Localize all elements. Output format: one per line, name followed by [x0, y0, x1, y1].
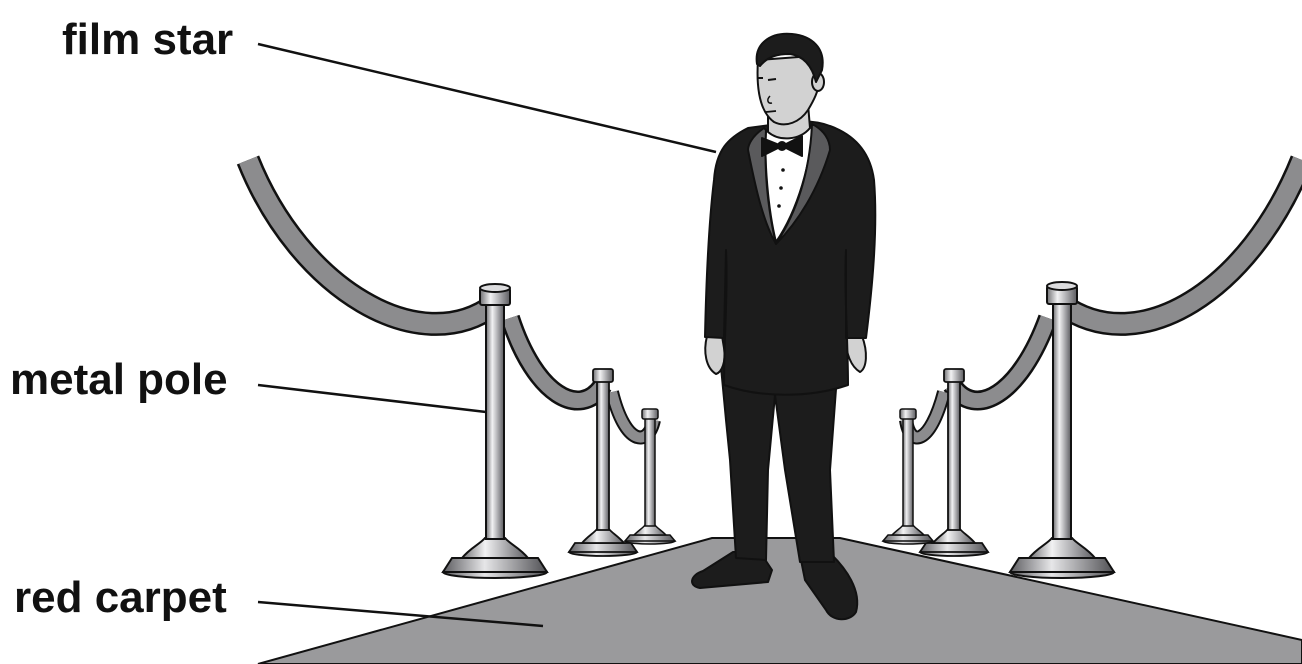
red-carpet-label: red carpet — [14, 576, 227, 620]
right-ropes — [906, 160, 1302, 438]
red-carpet — [258, 538, 1302, 664]
left-hand — [705, 336, 724, 374]
film-star-figure — [692, 34, 875, 619]
left-ropes — [248, 160, 654, 438]
metal-pole-label: metal pole — [10, 358, 228, 402]
film-star-label: film star — [62, 18, 233, 62]
metal-pole-leader-line — [258, 385, 486, 412]
film-star-leader-line — [258, 44, 716, 152]
